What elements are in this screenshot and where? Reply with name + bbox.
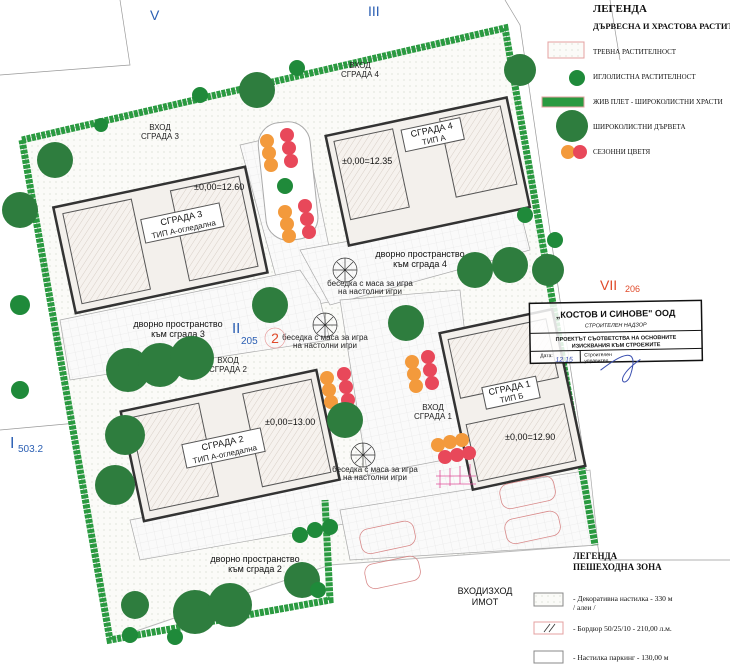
yard-b2: дворно пространство: [210, 554, 299, 564]
curb-swatch: [533, 621, 564, 635]
gazebo-label: на настолни игри: [293, 341, 357, 350]
building-3: СГРАДА 3 ТИП А-огледална: [51, 165, 269, 315]
legend-pedestrian: ЛЕГЕНДА ПЕШЕХОДНА ЗОНА - Декоративна нас…: [533, 551, 673, 664]
cadastral-iii: III: [368, 3, 380, 19]
elevation-b1: ±0,00=12.90: [505, 432, 555, 442]
yard-labels: дворно пространство към сграда 3 дворно …: [133, 249, 464, 574]
elevation-b3: ±0,00=12.60: [194, 182, 244, 192]
legend-subtitle: ДЪРВЕСНА И ХРАСТОВА РАСТИТ: [593, 21, 730, 31]
trees: [2, 54, 564, 645]
yard-b3: към сграда 3: [151, 329, 205, 339]
gazebo-icon: [332, 257, 358, 283]
cadastral-vii: VII: [600, 277, 617, 293]
legend-item: ТРЕВНА РАСТИТЕЛНОСТ: [593, 48, 677, 56]
neighbour-boundaries: [0, 0, 730, 561]
gazebo-icon: [350, 442, 376, 468]
entrance-b2: СГРАДА 2: [209, 365, 247, 374]
entrance-b1: ВХОД: [422, 403, 444, 412]
stamp-sign-label: Строителен: [584, 352, 612, 358]
parking-paving-swatch: [533, 650, 564, 664]
legend-item: - Бордюр 50/25/10 - 210,00 л.м.: [573, 624, 672, 633]
stamp-date: 12.15: [555, 357, 573, 364]
entrance-labels: ВХОД СГРАДА 3 ВХОД СГРАДА 4 ВХОД СГРАДА …: [141, 61, 452, 421]
gazebo-label: на настолни игри: [338, 287, 402, 296]
site-entrance-label: ВХОДИЗХОД: [458, 586, 513, 596]
yard-b2: към сграда 2: [228, 564, 282, 574]
legend-subtitle: ПЕШЕХОДНА ЗОНА: [573, 562, 662, 572]
stamp-line2: ИЗИСКВАНИЯ КЪМ СТРОЕЖИТЕ: [572, 342, 661, 350]
decorative-paving-swatch: [533, 592, 564, 607]
entrance-b1: СГРАДА 1: [414, 412, 452, 421]
legend-plants: ЛЕГЕНДА ДЪРВЕСНА И ХРАСТОВА РАСТИТ ТРЕВН…: [541, 3, 730, 159]
cadastral-vii-num: 206: [625, 284, 640, 294]
supervision-stamp: „КОСТОВ И СИНОВЕ" ООД СТРОИТЕЛЕН НАДЗОР …: [528, 299, 704, 383]
grass-swatch: [547, 41, 585, 59]
yard-b4: дворно пространство: [375, 249, 464, 259]
gazebo-label: беседка с маса за игра: [282, 333, 368, 342]
red-flower-swatch: [573, 145, 587, 159]
stamp-date-label: Дата:: [540, 353, 553, 359]
stamp-company: „КОСТОВ И СИНОВЕ" ООД: [556, 308, 676, 320]
legend-item: / алеи /: [573, 603, 596, 612]
gazebo-label: на настолни игри: [343, 473, 407, 482]
gazebo-label: беседка с маса за игра: [332, 465, 418, 474]
legend-item: ШИРОКОЛИСТНИ ДЪРВЕТА: [593, 123, 686, 131]
building-2: СГРАДА 2 ТИП А-огледална: [119, 368, 342, 523]
yard-b4: към сграда 4: [393, 259, 447, 269]
signature: [600, 354, 641, 383]
cadastral-ii: II: [232, 320, 240, 337]
legend-title: ЛЕГЕНДА: [593, 3, 647, 15]
hedge-swatch: [541, 96, 585, 108]
entrance-b3: ВХОД: [149, 123, 171, 132]
site-entrance-label: ИМОТ: [472, 597, 499, 607]
elevation-b2: ±0,00=13.00: [265, 417, 315, 427]
hedge-left: [18, 139, 334, 645]
building-4: СГРАДА 4 ТИП А: [324, 96, 532, 247]
orange-flower-swatch: [561, 145, 575, 159]
legend-item: ЖИВ ПЛЕТ - ШИРОКОЛИСТНИ ХРАСТИ: [593, 98, 723, 106]
cadastral-v: V: [150, 7, 160, 23]
curb-hatch-icon: [543, 623, 556, 633]
broadleaf-trees: [2, 54, 564, 634]
stamp-role: СТРОИТЕЛЕН НАДЗОР: [585, 322, 647, 329]
conifer-trees: [10, 60, 563, 645]
cadastral-ii-num: 205: [241, 336, 258, 347]
entrance-b3: СГРАДА 3: [141, 132, 179, 141]
entrance-b4: ВХОД: [349, 61, 371, 70]
legend-item: ИГЛОЛИСТНА РАСТИТЕЛНОСТ: [593, 73, 696, 81]
plot-circle: [264, 327, 286, 349]
cadastral-i-num: 503.2: [18, 444, 43, 455]
entrance-b4: СГРАДА 4: [341, 70, 379, 79]
entrance-b2: ВХОД: [217, 356, 239, 365]
gazebo-label: беседка с маса за игра: [327, 279, 413, 288]
stamp-sign-label2: управител: [584, 358, 608, 364]
legend-title: ЛЕГЕНДА: [573, 551, 618, 561]
elevation-b4: ±0,00=12.35: [342, 156, 392, 166]
broadleaf-swatch: [556, 110, 588, 142]
cadastral-i: I: [10, 435, 14, 452]
parking: [359, 475, 561, 590]
gazebo-icon: [312, 312, 338, 338]
plot-number: 2: [271, 330, 279, 346]
legend-item: - Настилка паркинг - 130,00 м: [573, 653, 669, 662]
conifer-swatch: [569, 70, 585, 86]
legend-item: - Декоративна настилка - 330 м: [573, 594, 673, 603]
stamp-line1: ПРОЕКТЪТ СЪОТВЕТСТВА НА ОСНОВНИТЕ: [556, 335, 677, 343]
building-label-box: [140, 202, 225, 244]
legend-item: СЕЗОННИ ЦВЕТЯ: [593, 148, 651, 156]
yard-b3: дворно пространство: [133, 319, 222, 329]
gazebos: беседка с маса за игра на настолни игри …: [282, 257, 418, 482]
